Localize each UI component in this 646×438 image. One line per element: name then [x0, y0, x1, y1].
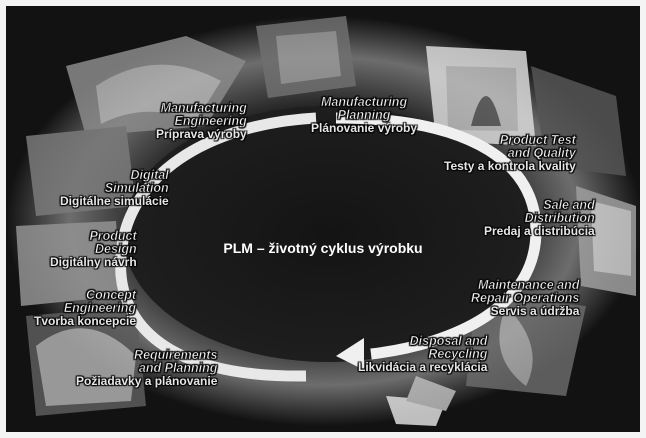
center-ellipse — [123, 106, 533, 362]
cycle-arrow-left — [115, 112, 317, 382]
background-illustration — [6, 16, 640, 426]
stage-manufacturing-engineering: Manufacturing Engineering Príprava výrob… — [156, 101, 247, 141]
diagram-frame: PLM – životný cyklus výrobku Manufacturi… — [6, 6, 640, 432]
stage-requirements: Requirements and Planning Požiadavky a p… — [76, 348, 218, 388]
diagram-title: PLM – životný cyklus výrobku — [223, 240, 423, 256]
stage-disposal: Disposal and Recycling Likvidácia a recy… — [358, 334, 488, 374]
image-collage — [16, 16, 636, 426]
stage-product-test: Product Test and Quality Testy a kontrol… — [444, 133, 576, 173]
stage-product-design: Product Design Digitálny návrh — [50, 229, 137, 269]
cycle-arrow-right — [335, 112, 542, 360]
stage-concept-engineering: Concept Engineering Tvorba koncepcie — [34, 288, 137, 328]
arrow-head — [336, 338, 364, 370]
stage-digital-simulation: Digital Simulation Digitálne simulácie — [60, 168, 169, 208]
stage-maintenance: Maintenance and Repair Operations Servis… — [471, 278, 580, 318]
stage-manufacturing-planning: Manufacturing Planning Plánovanie výroby — [311, 95, 418, 135]
stage-sale-distribution: Sale and Distribution Predaj a distribúc… — [484, 198, 595, 238]
